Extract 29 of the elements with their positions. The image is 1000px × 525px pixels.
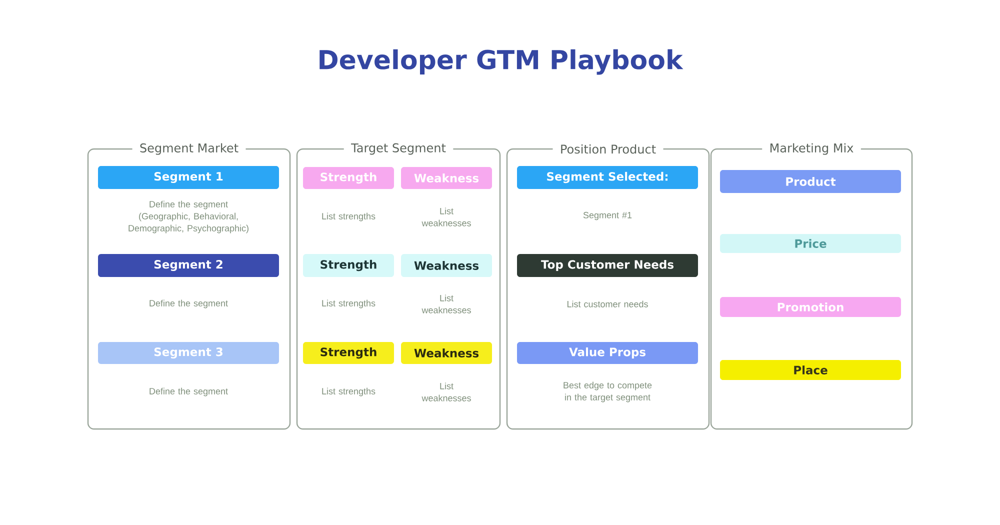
header-bar: Weakness xyxy=(401,167,492,189)
header-bar: Strength xyxy=(303,342,394,364)
header-bar: Top Customer Needs xyxy=(517,254,698,277)
description-text: List strengths xyxy=(322,212,376,222)
header-bar: Place xyxy=(720,360,901,380)
header-bar: Strength xyxy=(303,167,394,189)
header-bar: Strength xyxy=(303,254,394,277)
description-text: List customer needs xyxy=(567,300,648,308)
description-text: Best edge to compete in the target segment xyxy=(564,382,652,402)
header-bar: Promotion xyxy=(720,297,901,317)
description-text: List strengths xyxy=(322,388,376,396)
header-bar: Segment Selected: xyxy=(517,166,698,189)
header-bar: Segment 3 xyxy=(98,342,279,364)
description-text: List strengths xyxy=(322,300,376,308)
description-text: Define the segment (Geographic, Behavioral, Demographic, Psychographic) xyxy=(128,200,248,234)
description-text: Define the segment xyxy=(150,388,228,396)
description-text: List weaknesses xyxy=(422,208,471,226)
header-bar: Weakness xyxy=(401,254,492,277)
description-text: List weaknesses xyxy=(422,294,471,314)
description-text: List weaknesses xyxy=(422,382,471,402)
header-bar: Product xyxy=(720,170,901,193)
header-bar: Price xyxy=(720,234,901,253)
header-bar: Value Props xyxy=(517,342,698,364)
title: Developer GTM Playbook xyxy=(320,49,684,75)
header-bar: Weakness xyxy=(401,342,492,364)
description-text: Segment #1 xyxy=(583,212,632,220)
header-bar: Segment 2 xyxy=(98,254,279,277)
header-bar: Segment 1 xyxy=(98,166,279,189)
description-text: Define the segment xyxy=(150,300,228,308)
